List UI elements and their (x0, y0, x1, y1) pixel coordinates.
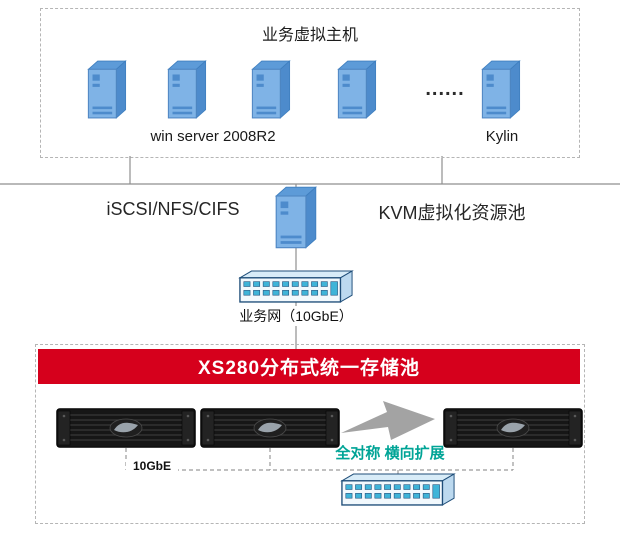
vm-host-group-box: 业务虚拟主机 (40, 8, 580, 158)
server-icon (480, 60, 522, 120)
scale-out-label: 全对称 横向扩展 (335, 445, 445, 462)
storage-array-icon (56, 408, 196, 448)
kvm-pool-label: KVM虚拟化资源池 (378, 203, 526, 223)
storage-link-label: 10GbE (126, 459, 178, 473)
business-network-label: 业务网（10GbE） (216, 306, 376, 326)
kylin-label: Kylin (485, 128, 519, 145)
server-icon (166, 60, 208, 120)
storage-pool-box (35, 344, 585, 524)
ellipsis-label: ...... (425, 78, 465, 100)
storage-network-switch-icon (340, 473, 456, 506)
scale-out-arrow-icon (341, 398, 437, 442)
kvm-server-icon (274, 186, 318, 250)
server-icon (86, 60, 128, 120)
win-server-label: win server 2008R2 (150, 128, 276, 145)
vm-host-group-title: 业务虚拟主机 (261, 27, 358, 44)
server-icon (250, 60, 292, 120)
protocol-label: iSCSI/NFS/CIFS (106, 199, 240, 219)
business-network-switch-icon (238, 270, 354, 303)
server-icon (336, 60, 378, 120)
storage-pool-banner: XS280分布式统一存储池 (38, 349, 580, 384)
